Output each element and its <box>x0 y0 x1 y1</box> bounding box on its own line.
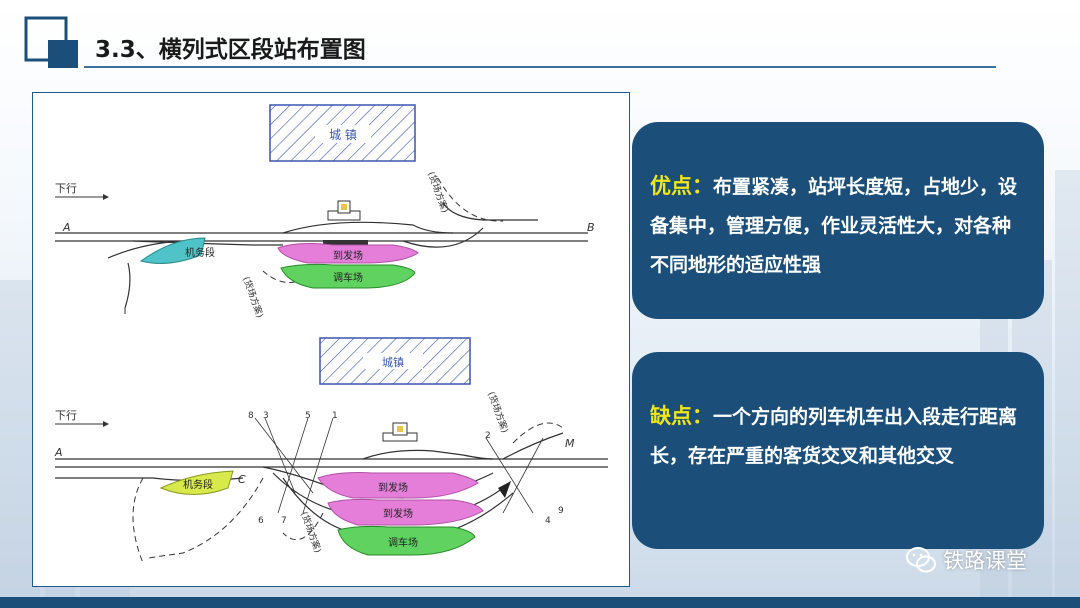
corner-logo-mark <box>24 16 78 68</box>
branch-bottom-top: (货场方案) <box>240 275 266 320</box>
switch-no-4: 4 <box>545 516 551 526</box>
passenger-platform-top <box>323 240 368 245</box>
switch-no-2: 2 <box>485 431 491 441</box>
switch-no-1: 1 <box>332 411 338 421</box>
end-m-bottom: M <box>565 437 575 450</box>
town-label-bottom: 城镇 <box>382 355 404 369</box>
pros-card: 优点：布置紧凑，站坪长度短，占地少，设备集中，管理方便，作业灵活性大，对各种不同… <box>632 122 1044 319</box>
switch-lines-bottom <box>254 417 544 514</box>
bottom-bar <box>0 597 1080 608</box>
switch-no-5: 5 <box>305 411 311 421</box>
direction-arrowhead-top <box>103 194 109 200</box>
depot-label-bottom: 机务段 <box>183 478 213 491</box>
branch-bottom-bottom: (货场方案) <box>298 510 324 555</box>
station-building-core-bottom <box>397 426 403 432</box>
switch-no-6: 6 <box>258 516 264 526</box>
title-divider <box>84 66 996 68</box>
depot-label-top: 机务段 <box>185 246 215 259</box>
arrival-label-bottom-2: 到发场 <box>383 507 413 520</box>
junction-mark-1 <box>498 481 511 498</box>
arrival-yard-top <box>277 243 419 264</box>
station-layout-svg: 城 镇 下行 A B 机务段 到发场 <box>54 104 608 564</box>
end-b-top: B <box>587 221 595 234</box>
wechat-icon <box>906 547 936 573</box>
marshalling-yard-bottom <box>337 525 476 556</box>
cons-card: 缺点：一个方向的列车机车出入段走行距离长，存在严重的客货交叉和其他交叉 <box>632 352 1044 549</box>
station-layout-diagram: 城 镇 下行 A B 机务段 到发场 <box>32 92 630 587</box>
switch-no-3: 3 <box>263 411 269 421</box>
page-title: 3.3、横列式区段站布置图 <box>95 37 366 63</box>
depot-area-bottom <box>159 470 234 495</box>
town-label-bg-top <box>315 125 371 143</box>
depot-area-top <box>139 237 206 264</box>
branch-right-top: (货场方案) <box>425 170 451 215</box>
arrival-label-top: 到发场 <box>333 249 363 262</box>
end-c-bottom: C <box>238 473 246 486</box>
pros-text: 布置紧凑，站坪长度短，占地少，设备集中，管理方便，作业灵活性大，对各种不同地形的… <box>650 176 1018 276</box>
cons-label: 缺点： <box>650 404 713 428</box>
arrival-yard-bottom-2 <box>327 498 484 526</box>
marshalling-label-top: 调车场 <box>333 271 363 284</box>
direction-label-bottom: 下行 <box>55 409 77 422</box>
town-label-top: 城 镇 <box>329 128 357 142</box>
branch-right-bottom: (货场方案) <box>485 390 511 435</box>
watermark-text: 铁路课堂 <box>943 549 1027 573</box>
switch-no-8: 8 <box>248 411 254 421</box>
arrival-label-bottom-1: 到发场 <box>378 481 408 494</box>
station-building-core-top <box>341 204 347 210</box>
end-a-top: A <box>62 221 71 234</box>
end-a-bottom: A <box>54 446 63 459</box>
direction-label-top: 下行 <box>55 182 77 195</box>
direction-arrowhead-bottom <box>103 421 109 427</box>
arrival-yard-bottom-1 <box>317 472 479 499</box>
cons-text: 一个方向的列车机车出入段走行距离长，存在严重的客货交叉和其他交叉 <box>650 406 1018 467</box>
marshalling-yard-top <box>280 263 416 289</box>
watermark: 铁路课堂 <box>905 540 1027 580</box>
switch-no-9: 9 <box>558 506 564 516</box>
marshalling-label-bottom: 调车场 <box>388 536 418 549</box>
switch-no-7: 7 <box>281 516 287 526</box>
pros-label: 优点： <box>650 174 713 198</box>
town-label-bg-bottom <box>363 353 423 369</box>
